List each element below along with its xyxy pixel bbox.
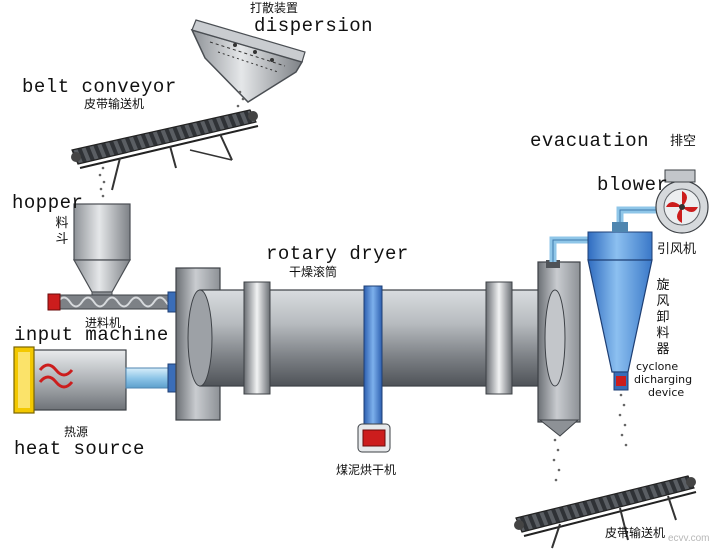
dispersion-label-zh: 打散装置 [250,1,299,15]
watermark: ecvv.com [668,533,710,544]
rotary-dryer-label-zh: 干燥滚筒 [289,265,338,279]
hopper-label-en: hopper [12,192,84,214]
evacuation-label-en: evacuation [530,130,650,152]
hopper-label-zh: 料斗 [55,216,69,247]
top-belt-conveyor [71,109,259,191]
dispersion-device [190,19,306,103]
evacuation-label-zh: 排空 [670,134,697,149]
cyclone-label-line2: dicharging [634,373,693,386]
dispersion-label-en: dispersion [254,15,374,37]
bottom-conveyor-label-zh: 皮带输送机 [605,526,666,540]
belt-conveyor-label-zh: 皮带输送机 [84,97,145,111]
blower-label-en: blower [597,174,669,196]
heat-source-furnace [13,346,179,414]
feed-hopper [72,203,132,303]
cyclone-label-zh: 旋风卸料器 [656,278,670,357]
bottom-belt-conveyor [514,475,697,549]
blower-fan [655,169,709,234]
rotary-dryer [175,260,581,453]
blower-label-zh: 引风机 [657,242,697,257]
sludge-dryer-label-zh: 煤泥烘干机 [336,463,397,477]
input-machine-label-en: input machine [14,324,169,346]
falling-material [98,90,628,482]
belt-conveyor-label-en: belt conveyor [22,76,177,98]
heat-source-label-en: heat source [14,438,145,460]
screw-feeder [47,291,181,313]
cyclone-and-ducting [549,206,662,391]
cyclone-label-line3: device [648,386,685,399]
cyclone-label-line1: cyclone [636,360,679,373]
rotary-dryer-label-en: rotary dryer [266,243,409,265]
heat-source-label-zh: 热源 [64,425,89,439]
input-machine-label-zh: 进料机 [85,316,122,330]
